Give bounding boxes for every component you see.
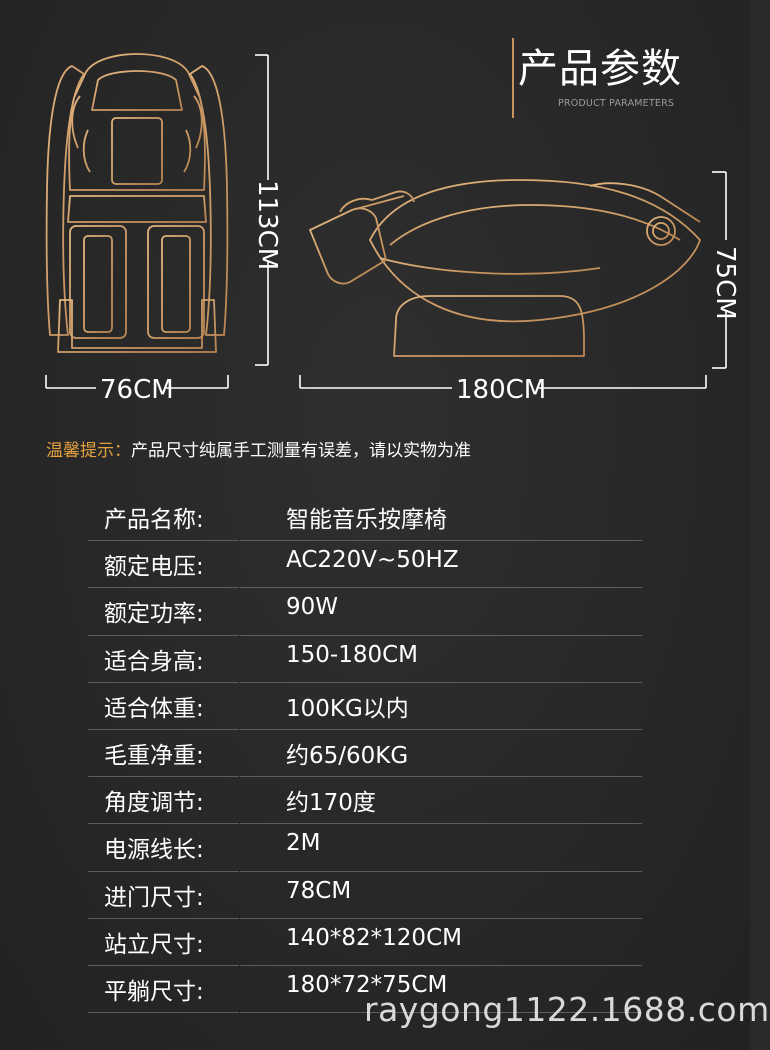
front-view-chair-icon (45, 53, 229, 353)
spec-label: 角度调节: (104, 790, 204, 817)
table-row: 电源线长: 2M (88, 824, 642, 872)
table-row: 毛重净重: 约65/60KG (88, 730, 642, 778)
side-dimension-lines (299, 171, 727, 389)
section-title-block: 产品参数 PRODUCT PARAMETERS (512, 30, 712, 120)
table-row: 适合身高: 150-180CM (88, 636, 642, 683)
side-height-label: 75CM (710, 246, 740, 320)
spec-label: 产品名称: (104, 507, 204, 533)
row-divider (240, 587, 642, 589)
spec-label: 进门尺寸: (104, 884, 204, 911)
row-divider (240, 823, 642, 825)
measurement-notice: 温馨提示：产品尺寸纯属手工测量有误差，请以实物为准 (46, 436, 471, 461)
row-divider (240, 728, 642, 730)
table-row: 适合体重: 100KG以内 (88, 683, 642, 730)
spec-value: AC220V~50HZ (286, 547, 459, 574)
side-view-chair-icon (309, 179, 701, 357)
spec-value: 90W (286, 594, 339, 621)
row-divider (240, 681, 642, 683)
table-row: 进门尺寸: 78CM (88, 872, 642, 919)
row-divider (88, 1012, 239, 1014)
row-divider (88, 776, 239, 778)
row-divider (88, 634, 239, 636)
front-height-label: 113CM (252, 180, 282, 270)
title-accent-bar (512, 38, 514, 118)
spec-value: 180*72*75CM (286, 971, 448, 998)
row-divider (88, 917, 239, 919)
row-divider (88, 964, 239, 966)
spec-value: 2M (286, 830, 321, 857)
spec-value: 150-180CM (286, 641, 419, 668)
spec-value: 约65/60KG (286, 742, 409, 769)
row-divider (88, 587, 239, 589)
table-row: 角度调节: 约170度 (88, 777, 642, 825)
spec-label: 额定功率: (104, 601, 204, 628)
spec-label: 平躺尺寸: (104, 978, 204, 1005)
row-divider (240, 540, 642, 542)
spec-label: 毛重净重: (104, 742, 204, 769)
front-width-label: 76CM (100, 375, 174, 405)
spec-label: 适合体重: (104, 695, 204, 722)
table-row: 额定功率: 90W (88, 588, 642, 636)
row-divider (240, 1012, 642, 1014)
spec-value: 智能音乐按摩椅 (286, 507, 447, 533)
spec-label: 适合身高: (104, 648, 204, 675)
watermark-text: raygong1122.1688.com (364, 990, 770, 1029)
row-divider (88, 823, 239, 825)
row-divider (240, 776, 642, 778)
spec-value: 78CM (286, 877, 352, 904)
table-row: 平躺尺寸: 180*72*75CM (88, 966, 642, 1014)
notice-label: 温馨提示： (46, 441, 131, 461)
row-divider (240, 917, 642, 919)
table-row: 额定电压: AC220V~50HZ (88, 541, 642, 589)
table-row: 产品名称: 智能音乐按摩椅 (88, 494, 642, 542)
spec-value: 140*82*120CM (286, 924, 462, 951)
row-divider (240, 964, 642, 966)
row-divider (240, 870, 642, 872)
row-divider (240, 634, 642, 636)
page-subtitle: PRODUCT PARAMETERS (558, 98, 675, 109)
row-divider (88, 728, 239, 730)
table-row: 站立尺寸: 140*82*120CM (88, 919, 642, 966)
chair-dimension-diagram: 113CM 76CM 75CM 180CM (45, 53, 740, 405)
row-divider (88, 681, 239, 683)
spec-value: 约170度 (286, 790, 376, 817)
side-length-label: 180CM (456, 375, 546, 405)
spec-table: 产品名称: 智能音乐按摩椅 额定电压: AC220V~50HZ 额定功率: 90… (88, 494, 642, 1014)
spec-label: 站立尺寸: (104, 931, 204, 958)
row-divider (88, 540, 239, 542)
spec-label: 电源线长: (104, 837, 204, 864)
spec-value: 100KG以内 (286, 695, 409, 722)
notice-text: 产品尺寸纯属手工测量有误差，请以实物为准 (131, 441, 471, 461)
page-title: 产品参数 (518, 46, 682, 92)
spec-label: 额定电压: (104, 554, 204, 581)
row-divider (88, 870, 239, 872)
front-dimension-lines (45, 54, 269, 389)
